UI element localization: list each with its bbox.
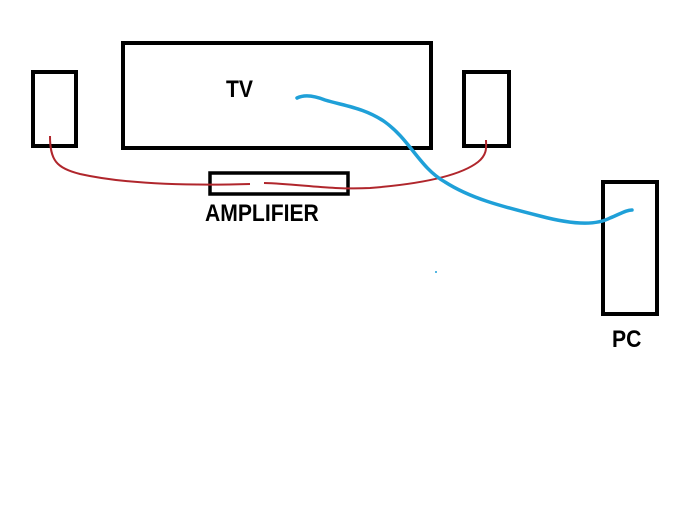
speaker-cable-right [263, 139, 488, 190]
left-speaker-box [31, 70, 78, 148]
pc-box [601, 180, 659, 316]
right-speaker-box [462, 70, 511, 148]
tv-label: TV [226, 76, 253, 103]
video-cable [295, 94, 634, 225]
amplifier-box [208, 171, 350, 196]
tv-box [121, 41, 433, 150]
speaker-cable-left [49, 135, 251, 186]
pc-label: PC [612, 326, 642, 353]
amplifier-label: AMPLIFIER [205, 200, 319, 227]
stray-dot [435, 271, 437, 273]
